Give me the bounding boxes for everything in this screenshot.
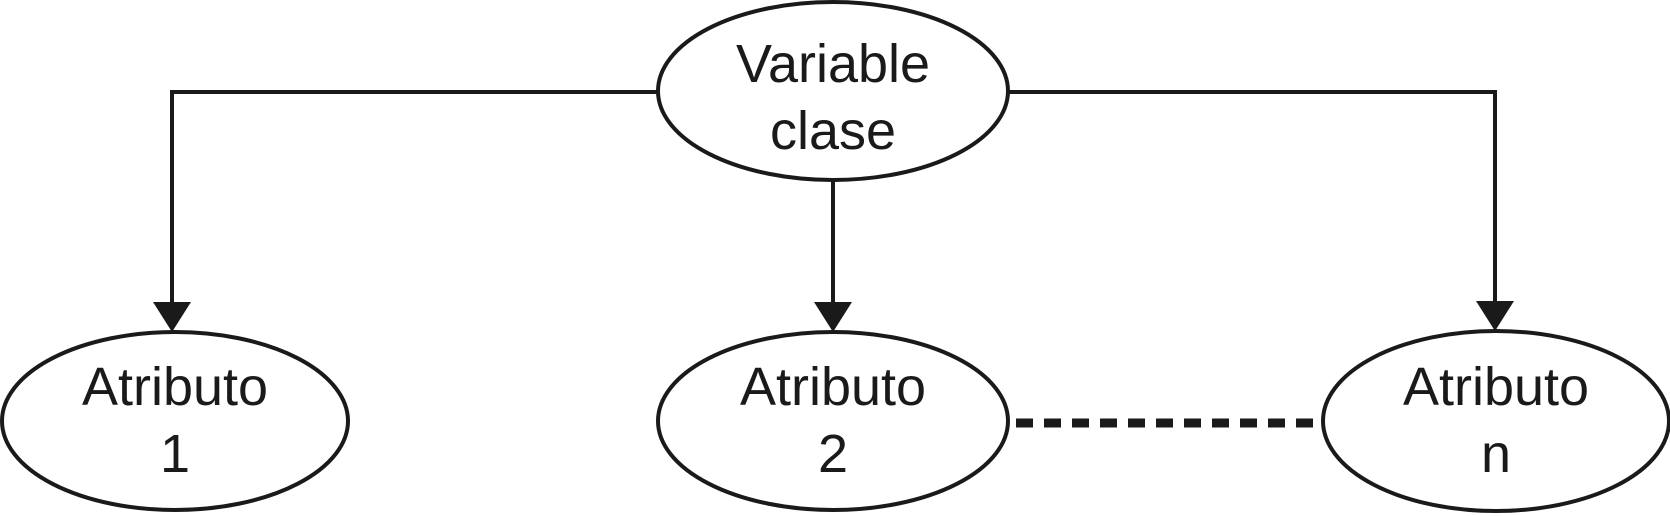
- class-variable-node: [656, 0, 1010, 182]
- edge-class-to-attrn: [1008, 90, 1497, 302]
- arrowhead-down-icon: [814, 302, 852, 332]
- attribute-n-node: [1321, 329, 1670, 513]
- arrowhead-down-icon: [1476, 301, 1514, 331]
- edge-class-to-attr1: [170, 90, 658, 303]
- attribute-1-node: [0, 330, 350, 512]
- attribute-2-node: [656, 330, 1010, 512]
- arrowhead-down-icon: [153, 302, 191, 332]
